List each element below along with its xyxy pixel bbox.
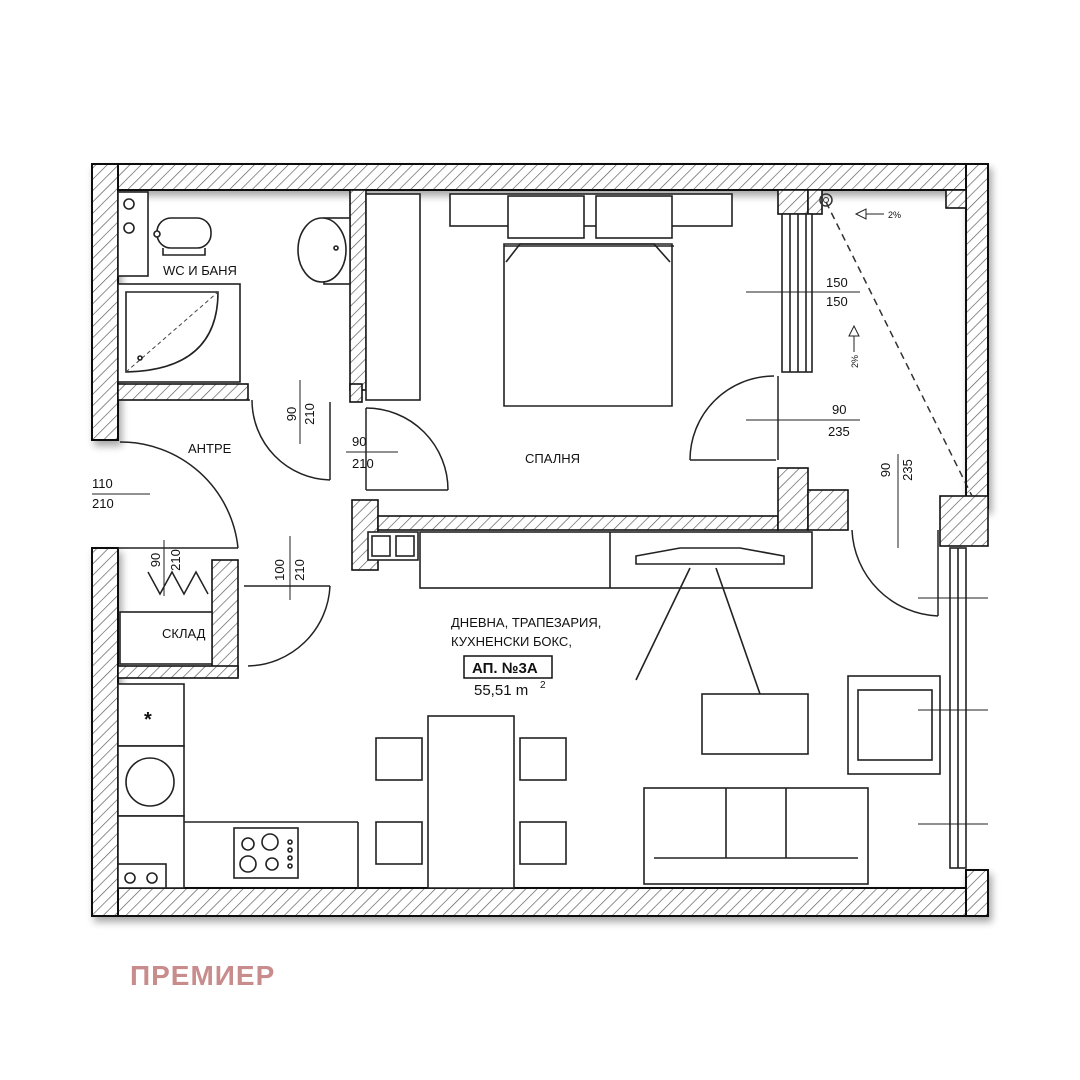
room-label-bedroom: СПАЛНЯ bbox=[525, 451, 580, 466]
dim-balcony-door-top: 90 bbox=[832, 402, 846, 417]
room-label-living-1: ДНЕВНА, ТРАПЕЗАРИЯ, bbox=[451, 615, 601, 630]
room-label-wc: WC И БАНЯ bbox=[163, 263, 237, 278]
dim-balcony-vert-top: 90 bbox=[878, 463, 893, 477]
dim-storage-door-top: 90 bbox=[148, 553, 163, 567]
marker-symbol: * bbox=[144, 709, 152, 731]
kitchen-fixtures bbox=[117, 611, 359, 889]
dim-entry-door-top: 110 bbox=[92, 476, 113, 491]
dim-balcony-door-bottom: 235 bbox=[828, 424, 850, 439]
room-label-living-2: КУХНЕНСКИ БОКС, bbox=[451, 634, 572, 649]
door-swings bbox=[118, 375, 939, 667]
dim-window-top: 150 bbox=[826, 275, 848, 290]
dim-storage-door-bottom: 210 bbox=[168, 549, 183, 571]
slope-label-1: 2% bbox=[888, 210, 901, 220]
living-furniture bbox=[367, 531, 967, 889]
balcony-slope-line bbox=[825, 201, 973, 497]
dim-living-door-bottom: 210 bbox=[292, 559, 307, 581]
dim-bath-door-bottom: 210 bbox=[302, 403, 317, 425]
dim-living-door-top: 100 bbox=[272, 559, 287, 581]
apartment-badge bbox=[463, 655, 553, 679]
bedroom-furniture bbox=[365, 193, 813, 407]
dim-balcony-vert-bottom: 235 bbox=[900, 459, 915, 481]
bathroom-fixtures bbox=[117, 191, 351, 383]
apartment-area-exp: 2 bbox=[540, 680, 546, 691]
dim-bedroom-door-bottom: 210 bbox=[352, 456, 374, 471]
interior-walls bbox=[117, 189, 989, 679]
dim-bath-door-top: 90 bbox=[284, 407, 299, 421]
dimension-lines bbox=[92, 208, 988, 825]
slope-label-2: 2% bbox=[850, 355, 860, 368]
dim-window-bottom: 150 bbox=[826, 294, 848, 309]
room-label-storage: СКЛАД bbox=[162, 626, 206, 641]
dim-bedroom-door-top: 90 bbox=[352, 434, 366, 449]
room-label-hall: АНТРЕ bbox=[188, 441, 232, 456]
apartment-name: АП. №3А bbox=[472, 660, 538, 677]
exterior-walls bbox=[91, 163, 989, 917]
brand-logo-text: ПРЕМИЕР bbox=[130, 960, 276, 991]
drain-icon bbox=[819, 193, 833, 207]
dim-entry-door-bottom: 210 bbox=[92, 496, 114, 511]
apartment-area: 55,51 m bbox=[474, 682, 528, 699]
labels: WC И БАНЯ АНТРЕ СПАЛНЯ СКЛАД ДНЕВНА, ТРА… bbox=[92, 210, 915, 731]
